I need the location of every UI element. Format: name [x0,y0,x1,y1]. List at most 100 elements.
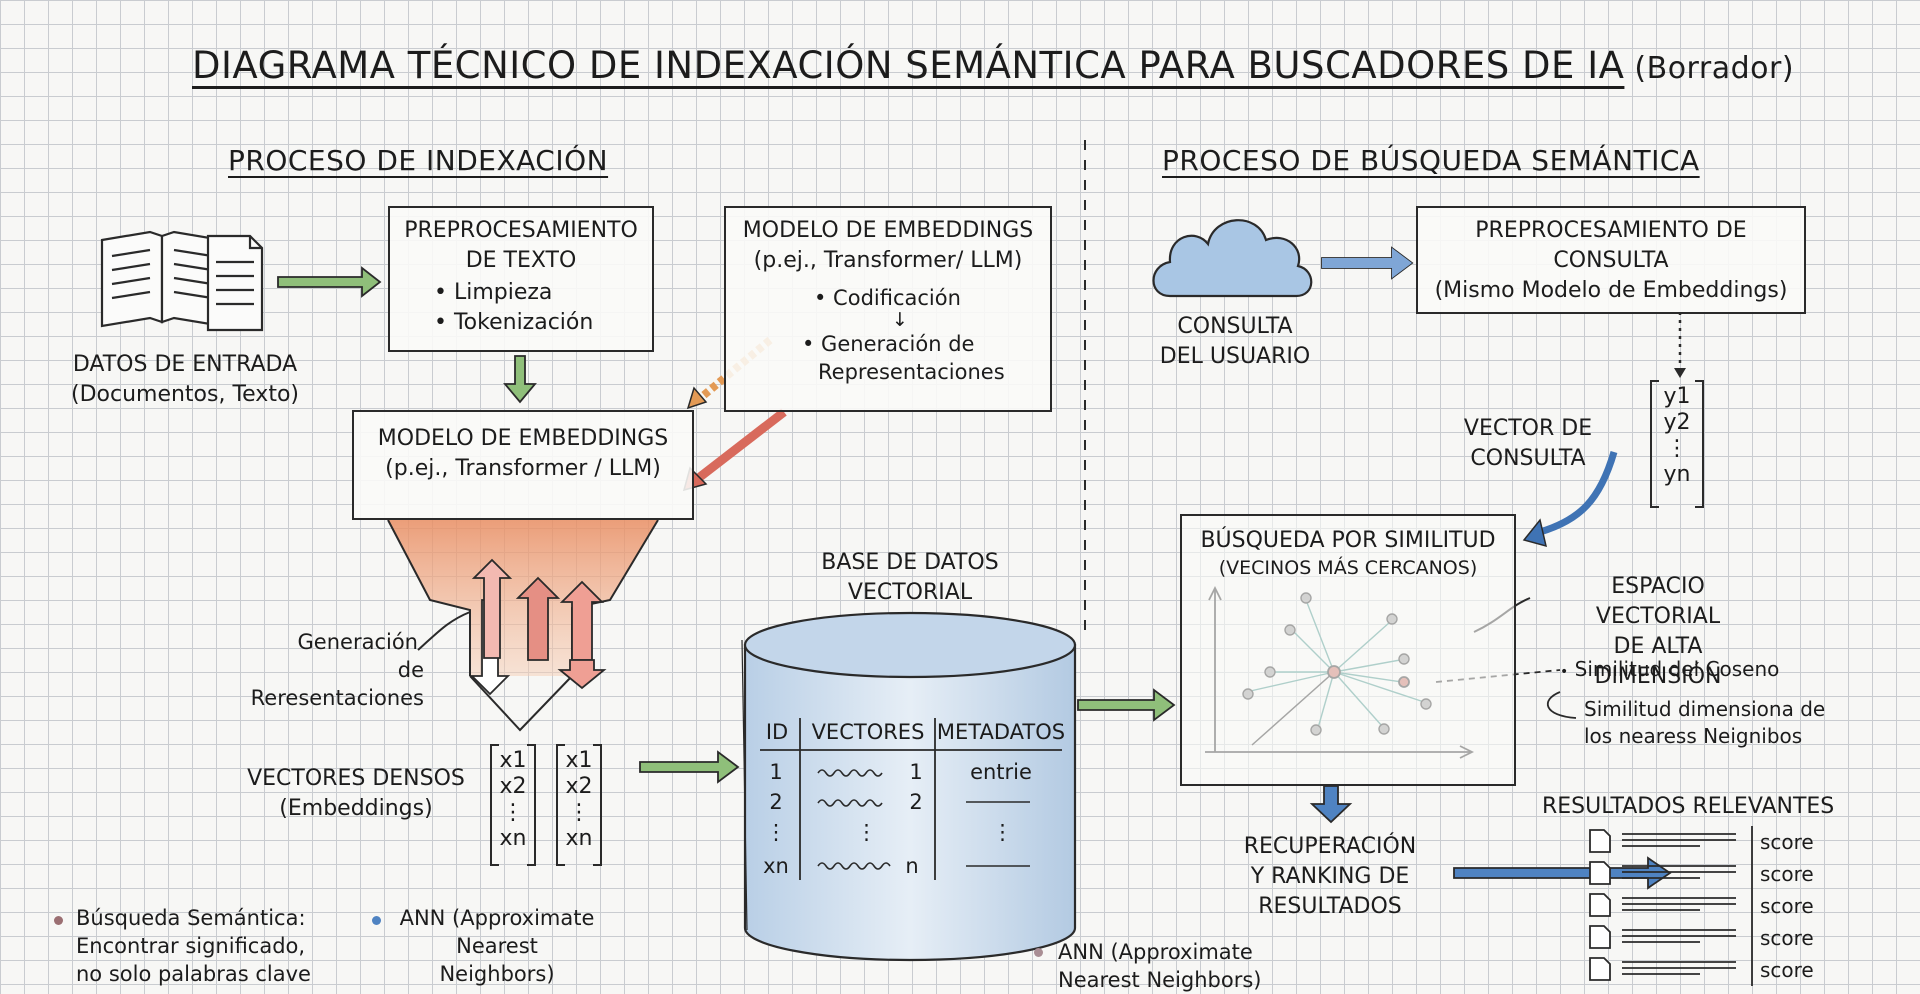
ann-left-line3: Neighbors) [439,962,555,986]
dense-vectors-line1: VECTORES DENSOS [247,766,465,791]
database-label: BASE DE DATOS VECTORIAL [790,548,1030,608]
embeddings-model-main-box: MODELO DE EMBEDDINGS (p.ej., Transformer… [352,410,694,520]
table-cell-id: ⋮ [765,820,787,844]
table-cell-vector: n [905,854,919,878]
input-line1: DATOS DE ENTRADA [72,352,298,377]
preprocessing-title: PREPROCESAMIENTO DE TEXTO [390,216,652,276]
table-header-id: ID [765,720,789,744]
table-cell-metadata: entrie [970,760,1032,784]
model-side-down-arrow: ↓ [892,309,908,331]
dense-vector-2-entry: xn [565,826,593,851]
note-bullet-icon [54,916,63,925]
retrieval-line2: Y RANKING DE [1250,864,1410,889]
table-cell-vector: 1 [909,760,923,784]
query-vector-line1: VECTOR DE [1463,416,1593,441]
query-vector-entry: ⋮ [1666,436,1688,461]
red-arrow-icon [682,408,787,492]
note-bullet-icon [372,916,381,925]
title-draft: (Borrador) [1634,51,1795,86]
similarity-subtitle: (VECINOS MÁS CERCANOS) [1218,557,1478,579]
table-cell-vector: ⋮ [856,820,877,844]
dense-vector-1-entry: ⋮ [502,800,524,825]
vector-space-label: ESPACIO VECTORIAL DE ALTA DIMENSIÓN [1548,572,1768,692]
dense-vector-2: x1 x2 ⋮ xn [556,744,602,866]
model-side-title1: MODELO DE EMBEDDINGS [742,218,1034,243]
result-list-graphics [1589,826,1753,986]
query-line2: DEL USUARIO [1159,344,1311,369]
result-score: score [1760,894,1814,918]
semantic-search-note: Búsqueda Semántica: Encontrar significad… [76,904,311,988]
query-preprocessing-line1: PREPROCESAMIENTO DE [1475,218,1747,243]
table-header-metadata: METADATOS [936,720,1066,744]
query-preprocessing-text: PREPROCESAMIENTO DE CONSULTA (Mismo Mode… [1418,216,1804,306]
table-cell-id: 2 [769,790,783,814]
result-score: score [1760,830,1814,854]
query-vector: y1 y2 ⋮ yn [1650,380,1704,508]
model-side-title: MODELO DE EMBEDDINGS (p.ej., Transformer… [726,216,1050,276]
cloud-icon [1152,219,1313,298]
ann-left-line2: Nearest [456,934,538,958]
generation-label: Generación de Reresentaciones [238,628,424,712]
title-main: DIAGRAMA TÉCNICO DE INDEXACIÓN SEMÁNTICA… [192,44,1625,87]
generation-pointer [417,611,471,651]
query-line1: CONSULTA [1177,314,1293,339]
results-heading: RESULTADOS RELEVANTES [1542,794,1835,819]
dense-vectors-line2: (Embeddings) [279,796,433,821]
ann-bottom-line2: Nearest Neighbors) [1058,968,1262,992]
note-bullet-icon [1034,948,1043,957]
page-title: DIAGRAMA TÉCNICO DE INDEXACIÓN SEMÁNTICA… [192,44,1794,87]
query-vector-entry: y2 [1663,410,1691,435]
similarity-title-main: BÚSQUEDA POR SIMILITUD [1200,528,1496,553]
database-label2: VECTORIAL [847,580,973,605]
model-main-title1: MODELO DE EMBEDDINGS [377,426,669,451]
dense-vector-1: x1 x2 ⋮ xn [490,744,536,866]
flow-arrows-green [277,266,1176,784]
result-score: score [1760,862,1814,886]
dense-vector-2-entry: x2 [565,774,593,799]
table-header-vectors: VECTORES [811,720,925,744]
model-side-item2b: Representaciones [818,360,1005,384]
blue-curved-arrow-icon [1522,451,1618,548]
ann-left-note: ANN (Approximate Nearest Neighbors) [380,904,614,988]
model-side-item1: • Codificación [814,286,961,310]
cosine-bullet-icon: • [1560,664,1569,680]
database-table: ID VECTORES METADATOS 1 1 entrie 2 2 ⋮ ⋮… [756,720,1066,890]
query-vector-line2: CONSULTA [1470,446,1586,471]
dotted-arrow [1674,312,1686,378]
ann-bottom-line1: ANN (Approximate [1058,940,1253,964]
funnel-shape [387,519,659,732]
query-vector-label: VECTOR DE CONSULTA [1448,414,1608,474]
query-vector-entry: yn [1663,462,1691,487]
preprocessing-title2: DE TEXTO [465,248,577,273]
ann-bottom-note: ANN (Approximate Nearest Neighbors) [1058,938,1262,994]
results-scores: score score score score score [1760,826,1814,986]
cosine-dashed-line [1435,669,1561,683]
vector-database-cylinder [741,611,1077,962]
retrieval-line3: RESULTADOS [1258,894,1402,919]
model-side-title2: (p.ej., Transformer/ LLM) [753,248,1023,273]
semantic-note-line3: no solo palabras clave [76,962,311,986]
preprocessing-title1: PREPROCESAMIENTO [404,218,638,243]
dense-vector-1-entry: x1 [499,748,527,773]
dimensional-pointer [1547,691,1577,719]
query-preprocessing-line3: (Mismo Modelo de Embeddings) [1434,278,1788,303]
dimensional-line2: los nearess Neignibos [1584,724,1803,748]
dense-vectors-label: VECTORES DENSOS (Embeddings) [226,764,486,824]
table-cell-metadata: ⋮ [992,820,1013,844]
dense-vector-1-entry: xn [499,826,527,851]
generation-line1: Generación [297,630,418,654]
semantic-note-line2: Encontrar significado, [76,934,306,958]
dense-vector-1-entry: x2 [499,774,527,799]
table-cell-vector: 2 [909,790,923,814]
book-and-document-icon [100,230,264,332]
retrieval-line1: RECUPERACIÓN [1243,834,1417,859]
table-cell-id: xn [763,854,789,878]
funnel-arrows [469,558,607,696]
dense-vector-2-entry: x1 [565,748,593,773]
dense-vector-2-entry: ⋮ [568,800,590,825]
table-cell-id: 1 [769,760,783,784]
vector-space-line2: DE ALTA DIMENSIÓN [1594,634,1722,689]
indexing-heading: PROCESO DE INDEXACIÓN [228,144,609,177]
embeddings-model-side-box: MODELO DE EMBEDDINGS (p.ej., Transformer… [724,206,1052,412]
